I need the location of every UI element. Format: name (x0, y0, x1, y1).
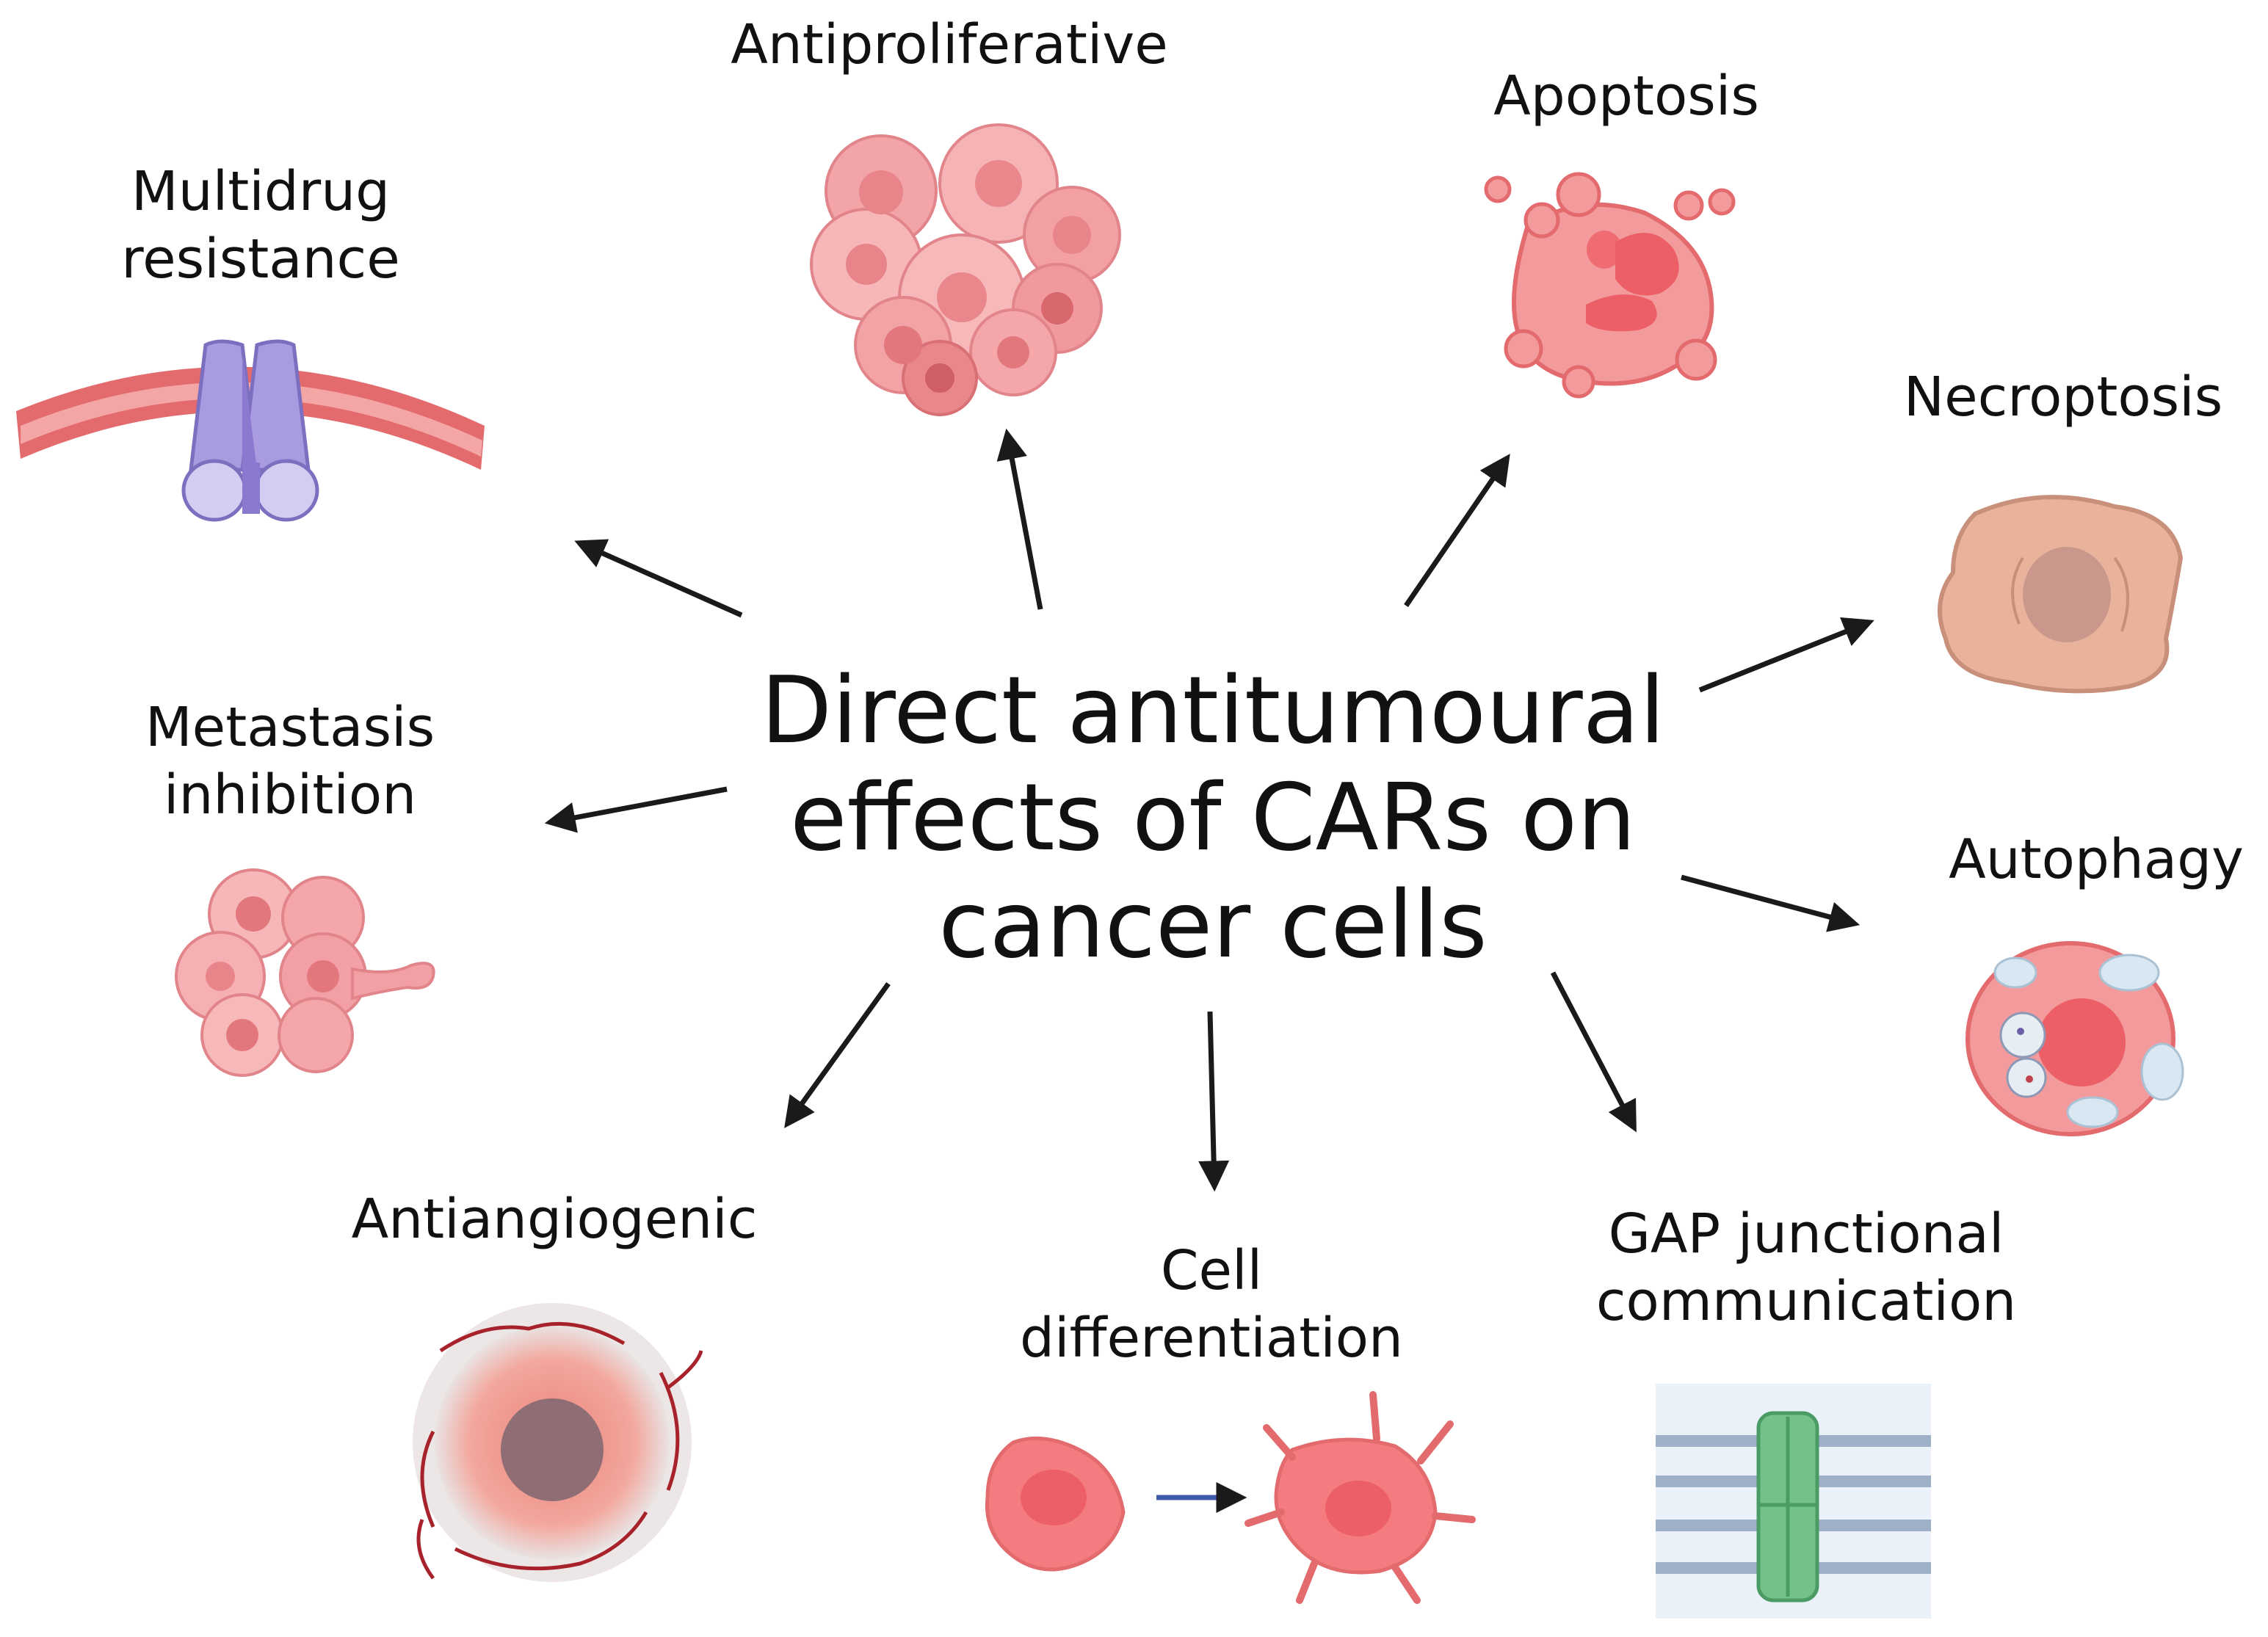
label-apoptosis: Apoptosis (1493, 62, 1759, 130)
necroptosis-illustration (1938, 495, 2184, 694)
arrows-group (544, 428, 1874, 1192)
label-line: Metastasis (145, 696, 435, 759)
center-title-line: Direct antitumoural (761, 656, 1665, 764)
label-line: Multidrug (131, 160, 391, 223)
metastasis-illustration (175, 868, 435, 1077)
arrow-to-gap (1550, 971, 1637, 1133)
arrow-to-autophagy (1681, 874, 1861, 932)
label-necroptosis: Necroptosis (1904, 363, 2223, 431)
center-title-line: effects of CARs on (789, 763, 1637, 871)
center-title-line: cancer cells (938, 871, 1488, 979)
label-line: Antiangiogenic (351, 1188, 758, 1251)
arrow-to-differentiation (1198, 1011, 1230, 1192)
label-gap-junctional-communication: GAP junctional communication (1596, 1200, 2016, 1335)
label-antiproliferative: Antiproliferative (731, 11, 1168, 79)
differentiation-illustration (985, 1391, 1476, 1604)
arrow-to-apoptosis (1404, 454, 1510, 607)
autophagy-illustration (1966, 941, 2184, 1136)
center-title: Direct antitumoural effects of CARs on c… (761, 657, 1665, 979)
label-line: resistance (121, 228, 400, 291)
label-antiangiogenic: Antiangiogenic (352, 1186, 758, 1253)
label-cell-differentiation: Cell differentiation (1020, 1237, 1403, 1372)
label-line: inhibition (163, 763, 417, 827)
label-metastasis-inhibition: Metastasis inhibition (145, 694, 435, 829)
arrow-to-antiproliferative (996, 428, 1043, 610)
label-line: Autophagy (1949, 828, 2244, 891)
label-line: GAP junctional (1608, 1202, 2004, 1266)
arrow-to-necroptosis (1698, 617, 1874, 693)
label-autophagy: Autophagy (1949, 826, 2244, 893)
label-line: communication (1595, 1270, 2017, 1333)
transporter-icon (181, 339, 319, 522)
label-multidrug-resistance: Multidrug resistance (121, 158, 399, 293)
label-line: Apoptosis (1493, 65, 1759, 128)
label-line: Necroptosis (1903, 366, 2223, 429)
label-line: Cell (1160, 1239, 1263, 1302)
arrow-to-antiangiogenic (784, 981, 891, 1128)
gap-illustration (1656, 1384, 1931, 1619)
label-line: differentiation (1020, 1307, 1403, 1370)
antiproliferative-illustration (810, 123, 1121, 416)
arrow-to-metastasis (544, 786, 728, 833)
antiangiogenic-illustration (413, 1303, 703, 1582)
arrow-to-multidrug (574, 539, 743, 618)
apoptosis-illustration (1484, 172, 1736, 399)
multidrug-illustration (16, 339, 485, 522)
label-line: Antiproliferative (731, 13, 1168, 76)
membrane-inner (21, 382, 482, 457)
